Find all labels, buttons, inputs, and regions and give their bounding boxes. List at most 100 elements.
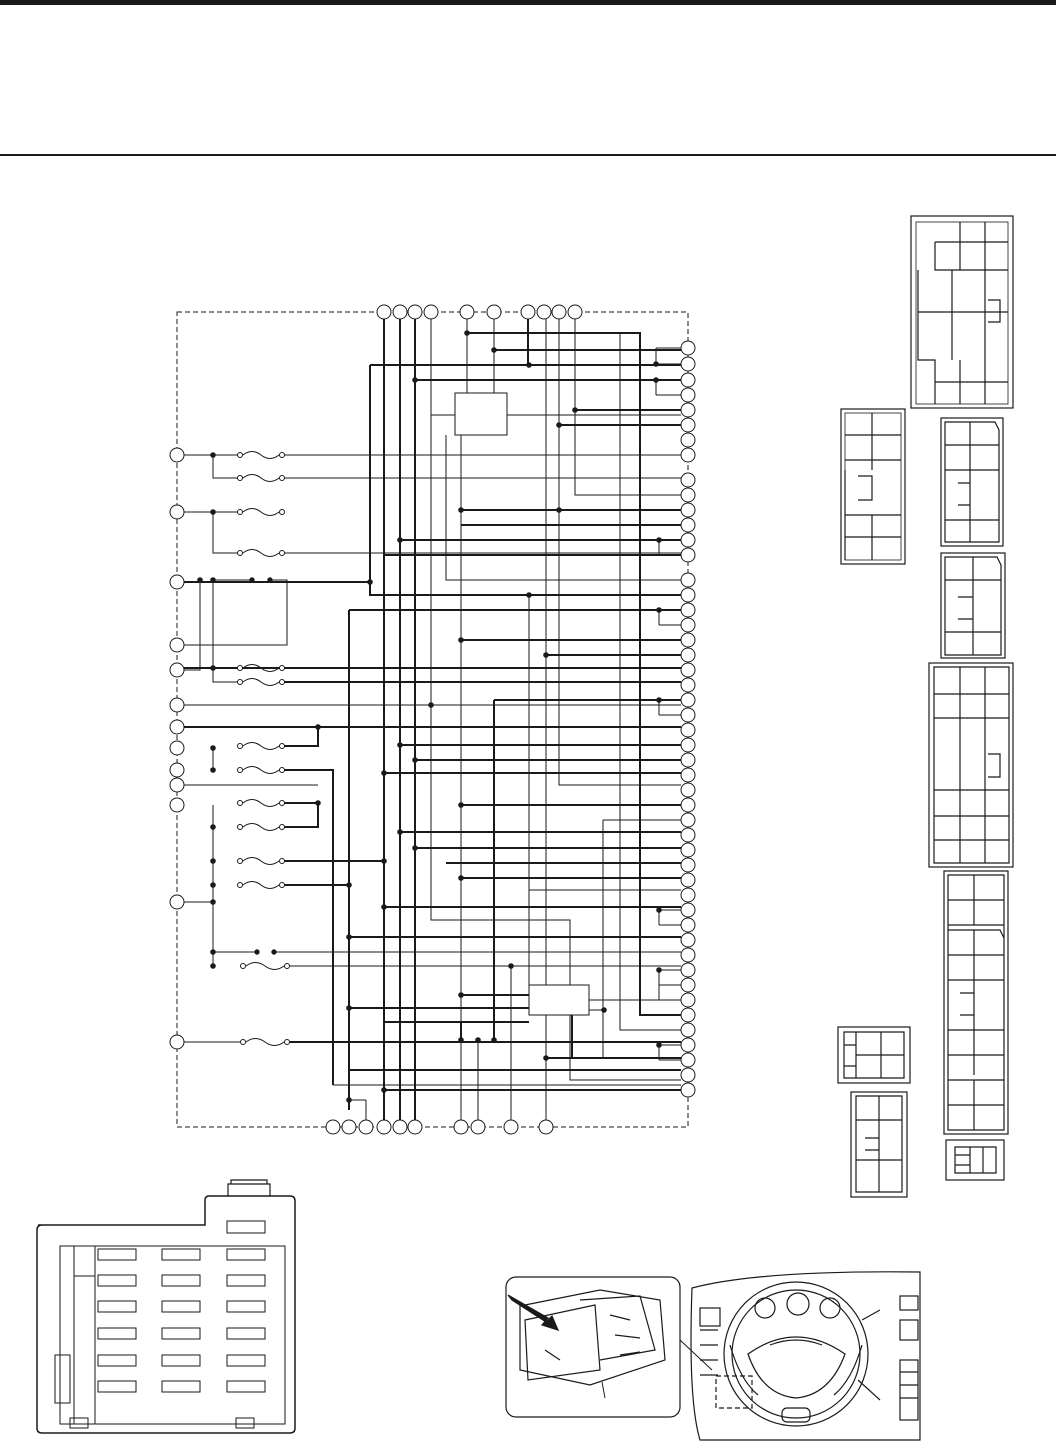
connector-pin-icon <box>169 740 185 756</box>
junction-dot-icon <box>656 537 662 543</box>
connector-pin-icon <box>680 962 696 978</box>
connector-pin-icon <box>680 647 696 663</box>
connector-pin-icon <box>680 767 696 783</box>
right-terminal-group <box>680 340 696 1098</box>
fuse-icon <box>242 881 280 889</box>
fuse-slot <box>97 1327 137 1340</box>
junction-dot-icon <box>412 845 418 851</box>
connector-pin-icon <box>680 827 696 843</box>
connector-pin-icon <box>680 872 696 888</box>
connector-pin-icon <box>680 487 696 503</box>
connector-pin-icon <box>680 617 696 633</box>
fuse-slot <box>97 1248 137 1261</box>
fuse-terminal <box>237 665 243 671</box>
junction-dot-icon <box>346 1005 352 1011</box>
fuse-slot <box>161 1274 201 1287</box>
connector-i <box>945 1139 1005 1181</box>
connector-pin-icon <box>680 547 696 563</box>
connector-pin-icon <box>486 304 502 320</box>
wire <box>571 1015 681 1059</box>
connector-pin-icon <box>358 1119 374 1135</box>
connector-pin-icon <box>680 692 696 708</box>
wire <box>658 699 681 716</box>
connector-pin-icon <box>169 1034 185 1050</box>
fuse-terminal <box>237 743 243 749</box>
fuse-icon <box>242 678 280 686</box>
connector-pin-icon <box>680 572 696 588</box>
junction-dot-icon <box>458 875 464 881</box>
junction-dot-icon <box>210 665 216 671</box>
fuse-slot <box>97 1354 137 1367</box>
connector-pin-icon <box>680 1067 696 1083</box>
junction-dot-icon <box>210 949 216 955</box>
fuse-slot <box>226 1354 266 1367</box>
connector-pin-icon <box>680 932 696 948</box>
connector-pin-icon <box>392 1119 408 1135</box>
wire <box>658 909 681 926</box>
wire <box>282 727 319 747</box>
connector-pin-icon <box>169 777 185 793</box>
connector-pin-icon <box>169 447 185 463</box>
fuse-terminal <box>237 824 243 830</box>
connector-c <box>940 417 1004 547</box>
connector-pin-icon <box>536 304 552 320</box>
fuse-terminal <box>279 475 285 481</box>
connector-pin-icon <box>680 472 696 488</box>
fuse-slot <box>226 1380 266 1393</box>
connector-pin-icon <box>680 602 696 618</box>
fuse-terminal <box>279 679 285 685</box>
wire <box>445 435 681 581</box>
fuse-terminal <box>279 800 285 806</box>
junction-dot-icon <box>601 1007 607 1013</box>
junction-dot-icon <box>491 347 497 353</box>
connector-pin-icon <box>376 304 392 320</box>
connector-pin-icon <box>680 737 696 753</box>
wire <box>467 332 681 1016</box>
junction-dot-icon <box>397 537 403 543</box>
connector-pin-icon <box>680 1052 696 1068</box>
wire <box>212 512 240 554</box>
junction-dot-icon <box>346 882 352 888</box>
junction-dot-icon <box>653 361 659 367</box>
fuse-terminal <box>279 550 285 556</box>
connector-pin-icon <box>680 587 696 603</box>
junction-dot-icon <box>367 579 373 585</box>
junction-dot-icon <box>381 1087 387 1093</box>
wire <box>384 1021 529 1040</box>
left-terminal-group <box>169 447 185 1050</box>
junction-dot-icon <box>572 407 578 413</box>
junction-dot-icon <box>210 509 216 515</box>
wire <box>430 312 681 1081</box>
junction-dot-icon <box>656 607 662 613</box>
header-bottom-rule <box>0 154 1056 156</box>
junction-block-boundary <box>176 311 689 1128</box>
fuse-slot <box>161 1300 201 1313</box>
junction-dot-icon <box>210 452 216 458</box>
connector-pin-icon <box>680 782 696 798</box>
top-terminal-group <box>376 304 583 320</box>
connector-a <box>910 215 1014 409</box>
fuse-terminal <box>237 800 243 806</box>
junction-dot-icon <box>381 770 387 776</box>
fuse-terminal <box>279 767 285 773</box>
connector-pin-icon <box>680 977 696 993</box>
connector-b <box>840 408 906 565</box>
connector-pin-icon <box>169 504 185 520</box>
fuse-terminal <box>237 452 243 458</box>
location-view <box>505 1271 921 1441</box>
fuse-slot-group <box>97 1248 266 1393</box>
junction-dot-icon <box>464 330 470 336</box>
junction-dot-icon <box>210 882 216 888</box>
header-top-rule <box>0 0 1056 5</box>
fuse-terminal <box>240 963 246 969</box>
wire <box>282 769 334 1085</box>
junction-dot-icon <box>210 858 216 864</box>
connector-pin-icon <box>470 1119 486 1135</box>
fuse-slot <box>161 1248 201 1261</box>
wiring-diagram <box>169 304 696 1135</box>
junction-dot-icon <box>475 1037 481 1043</box>
wire <box>184 580 201 671</box>
connector-pin-icon <box>325 1119 341 1135</box>
connector-pin-icon <box>680 707 696 723</box>
